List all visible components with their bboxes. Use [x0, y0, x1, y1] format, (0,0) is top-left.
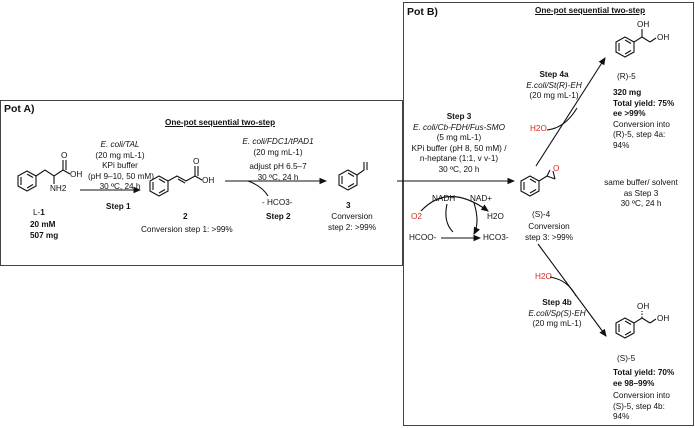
- compound-3-conversion: Conversion step 2: >99%: [327, 212, 377, 232]
- pot-b-box: [403, 2, 694, 426]
- step-4a-conditions: Step 4a E.coli/St(R)-EH (20 mg mL-1): [526, 70, 582, 101]
- pot-b-subtitle: One-pot sequential two-step: [535, 6, 646, 15]
- compound-2-conversion: Conversion step 1: >99%: [141, 225, 233, 234]
- compound-4-conversion: Conversion step 3: >99%: [524, 222, 574, 242]
- pot-b-title: Pot B): [407, 6, 438, 18]
- compound-4-oxygen: O: [553, 164, 560, 173]
- pot-a-title: Pot A): [4, 103, 35, 115]
- step-4b-conditions: Step 4b E.coli/Sp(S)-EH (20 mg mL-1): [528, 298, 586, 329]
- compound-1-nh2: NH2: [50, 184, 67, 193]
- step-2-label: Step 2: [266, 212, 291, 221]
- compound-1-amount-mg: 507 mg: [30, 231, 59, 240]
- compound-2-number: 2: [183, 212, 188, 221]
- step-2-byproduct: - HCO3-: [262, 198, 293, 207]
- nad-nadh-cycle: [473, 202, 480, 235]
- compound-3-number: 3: [346, 201, 351, 210]
- pot-a-subtitle: One-pot sequential two-step: [165, 118, 276, 127]
- compound-1-o: O: [61, 151, 68, 160]
- oxygen-to-water-curve: [420, 195, 489, 212]
- step-2-conditions: E. coli/FDC1/tPAD1 (20 mg mL-1) adjust p…: [242, 137, 314, 182]
- nadh-nad-cycle: [445, 203, 454, 233]
- step-3-conditions: Step 3 E. coli/Cb-FDH/Fus-SMO (5 mg mL-1…: [411, 112, 507, 174]
- formate-label: HCOO-: [409, 233, 437, 242]
- step-4a-water: H2O: [530, 124, 547, 133]
- product-r-oh-1: OH: [637, 20, 650, 29]
- product-s-label: (S)-5: [617, 354, 636, 363]
- product-s-summary: Total yield: 70% ee 98–99% Conversion in…: [613, 368, 675, 422]
- product-r-oh-2: OH: [657, 33, 670, 42]
- compound-2-o: O: [193, 157, 200, 166]
- product-r-summary: 320 mg Total yield: 75% ee >99% Conversi…: [613, 88, 675, 150]
- pot-a-box: [0, 100, 403, 266]
- step-1-conditions: E. coli/TAL (20 mg mL-1) KPi buffer (pH …: [88, 140, 154, 192]
- product-s-oh-1: OH: [637, 302, 650, 311]
- compound-1-oh: OH: [70, 170, 83, 179]
- step-4a-water-curve: [546, 107, 578, 131]
- step-4b-water-curve: [549, 276, 577, 297]
- bicarbonate-label: HCO3-: [483, 233, 509, 242]
- nadh-label: NADH: [432, 194, 456, 203]
- compound-1-amount-mm: 20 mM: [30, 220, 56, 229]
- nad-label: NAD+: [470, 194, 493, 203]
- compound-2-oh: OH: [202, 176, 215, 185]
- step-4a-arrow: [535, 57, 606, 167]
- water-byproduct-label: H2O: [487, 212, 504, 221]
- product-r-label: (R)-5: [617, 72, 636, 81]
- step-4b-water: H2O: [535, 272, 552, 281]
- oxygen-label: O2: [411, 212, 422, 221]
- product-s-oh-2: OH: [657, 314, 670, 323]
- same-buffer-note: same buffer/ solvent as Step 3 30 ºC, 24…: [604, 178, 678, 209]
- compound-1-label: L-1: [33, 208, 45, 217]
- step-1-label: Step 1: [106, 202, 131, 211]
- step-2-release-curve: [247, 180, 269, 197]
- compound-4-label: (S)-4: [532, 210, 551, 219]
